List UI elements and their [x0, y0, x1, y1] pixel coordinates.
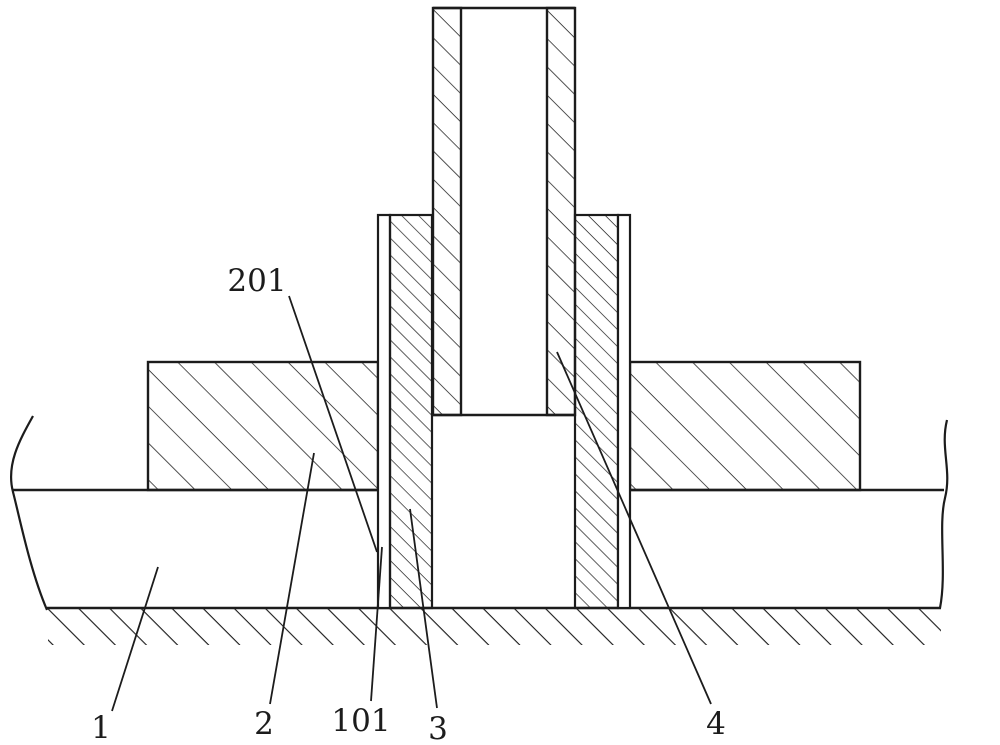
leader-1	[111, 566, 159, 712]
break-line-left	[9, 415, 49, 611]
label-2: 2	[254, 706, 274, 742]
leader-201	[288, 295, 378, 553]
right-mounting-block	[628, 360, 862, 492]
center-tube	[431, 6, 577, 417]
sleeve-left-thin-wall	[376, 213, 392, 610]
sleeve-right-thin-wall	[616, 213, 632, 610]
ground-hatching	[48, 609, 941, 645]
sleeve-left-hatched-wall	[388, 213, 434, 610]
sleeve-right-hatched-wall	[573, 213, 620, 610]
outer-sleeve-left	[376, 213, 434, 610]
break-line-right	[938, 419, 949, 609]
left-mounting-block	[146, 360, 380, 492]
tube-left-wall	[431, 6, 463, 417]
label-1: 1	[91, 710, 111, 745]
label-201: 201	[227, 263, 286, 299]
label-101: 101	[331, 703, 390, 739]
label-4: 4	[706, 706, 726, 742]
leader-2	[269, 452, 315, 705]
tube-right-wall	[545, 6, 577, 417]
reference-labels: 201 1 2 101 3 4	[91, 263, 726, 745]
leader-lines	[111, 295, 712, 712]
leader-3	[409, 508, 438, 709]
leader-4	[556, 351, 712, 705]
label-3: 3	[428, 711, 448, 745]
leader-101	[370, 546, 383, 702]
